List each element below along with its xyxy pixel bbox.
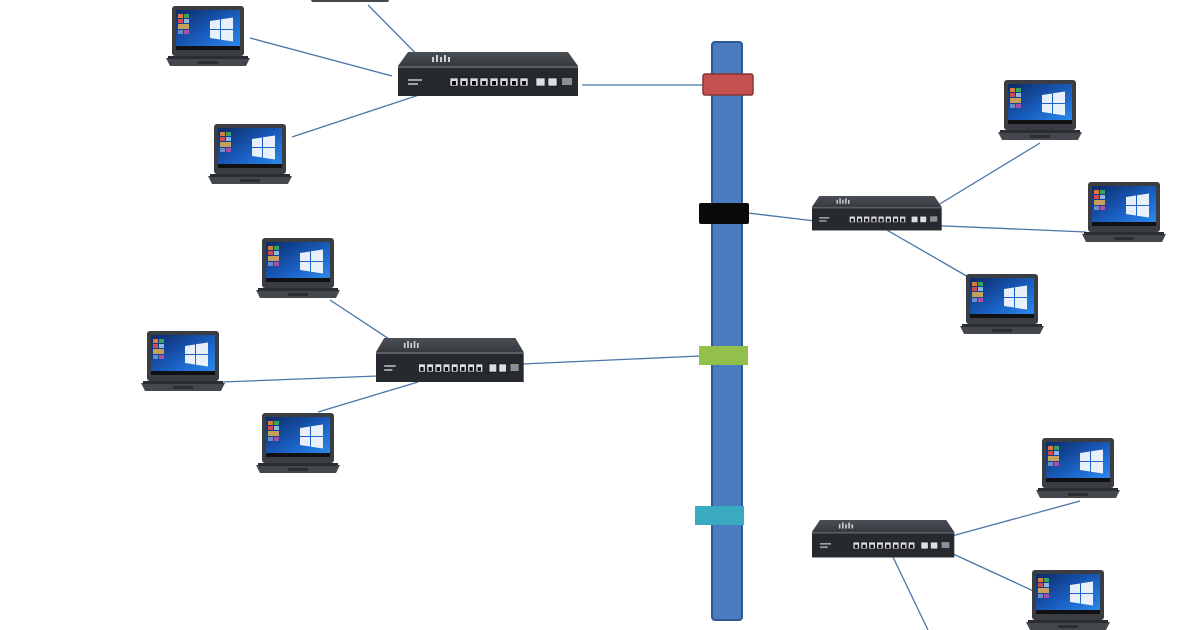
network-switch-icon: [811, 195, 942, 231]
laptop-icon: [308, 0, 392, 2]
link-switch3-laptop-bottom: [317, 381, 419, 413]
laptop-icon: [256, 238, 340, 298]
laptop-icon: [208, 124, 292, 184]
link-switch4-down: [891, 554, 929, 630]
link-switch2-laptop-top: [919, 142, 1041, 217]
link-switch2-laptop-bottom: [879, 225, 971, 279]
link-switch4-laptop-bottom: [937, 546, 1041, 595]
laptop-icon: [1026, 570, 1110, 630]
tap-red: [702, 73, 754, 96]
tap-black: [699, 203, 749, 224]
link-switch4-laptop-top: [929, 500, 1081, 543]
laptop-icon: [1036, 438, 1120, 498]
backbone-bus: [711, 41, 743, 621]
link-switch1-laptop-left: [249, 37, 393, 77]
laptop-icon: [166, 6, 250, 66]
network-switch-icon: [397, 51, 579, 97]
laptop-icon: [998, 80, 1082, 140]
laptop-icon: [141, 331, 225, 391]
laptop-icon: [1082, 182, 1166, 242]
link-switch3-tap: [521, 355, 701, 365]
network-switch-icon: [375, 337, 525, 383]
laptop-icon: [256, 413, 340, 473]
link-switch3-laptop-left: [221, 375, 379, 383]
link-switch1-laptop-bottom: [291, 87, 441, 138]
network-switch-icon: [811, 519, 955, 558]
connection-links: [221, 4, 1087, 630]
tap-green: [699, 346, 748, 365]
laptop-icon: [960, 274, 1044, 334]
tap-teal: [695, 506, 744, 525]
